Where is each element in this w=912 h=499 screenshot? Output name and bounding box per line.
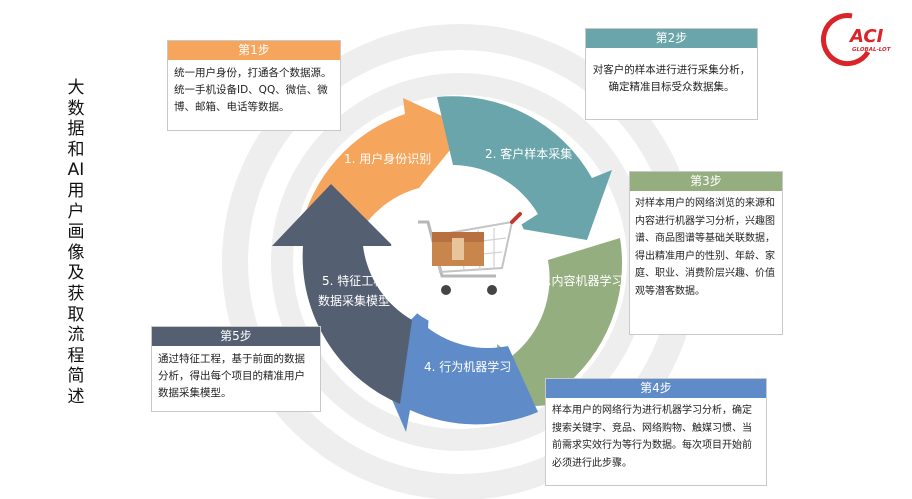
cycle-arrow-5 xyxy=(272,184,412,404)
step-box-4: 第4步 样本用户的网络行为进行机器学习分析，确定搜索关键字、竞品、网络购物、触媒… xyxy=(545,378,767,486)
cycle-label-5a: 5. 特征工程 xyxy=(322,273,385,288)
step-head-4: 第4步 xyxy=(546,379,766,398)
step-body-3: 对样本用户的网络浏览的来源和内容进行机器学习分析，兴趣图谱、商品图谱等基础关联数… xyxy=(635,198,775,297)
step-body-5: 通过特征工程，基于前面的数据分析，得出每个项目的精准用户数据采集模型。 xyxy=(158,353,305,399)
step-body-4: 样本用户的网络行为进行机器学习分析，确定搜索关键字、竞品、网络购物、触媒习惯、当… xyxy=(552,405,752,469)
cycle-arrow-3 xyxy=(497,238,623,408)
logo-text: ACI xyxy=(848,26,884,47)
step-head-5: 第5步 xyxy=(152,327,320,346)
step-body-1: 统一用户身份，打通各个数据源。统一手机设备ID、QQ、微信、微博、邮箱、电话等数… xyxy=(174,67,332,113)
logo-subtext: GLOBAL-LOT xyxy=(852,47,892,53)
cycle-label-2: 2. 客户样本采集 xyxy=(485,146,572,161)
step-box-5: 第5步 通过特征工程，基于前面的数据分析，得出每个项目的精准用户数据采集模型。 xyxy=(151,326,321,412)
step-box-3: 第3步 对样本用户的网络浏览的来源和内容进行机器学习分析，兴趣图谱、商品图谱等基… xyxy=(629,171,783,335)
step-box-1: 第1步 统一用户身份，打通各个数据源。统一手机设备ID、QQ、微信、微博、邮箱、… xyxy=(167,40,341,131)
step-head-3: 第3步 xyxy=(630,172,782,191)
aci-logo: ACI GLOBAL-LOT xyxy=(821,13,892,67)
cycle-label-1: 1. 用户身份识别 xyxy=(344,151,431,166)
cycle-label-4: 4. 行为机器学习 xyxy=(424,359,511,374)
cycle-label-5b: 数据采集模型 xyxy=(318,293,390,308)
cycle-arrow-2 xyxy=(437,96,612,240)
step-head-2: 第2步 xyxy=(586,29,757,48)
shopping-cart-icon xyxy=(390,188,530,328)
cycle-arrow-4 xyxy=(374,300,538,432)
step-box-2: 第2步 对客户的样本进行进行采集分析，确定精准目标受众数据集。 xyxy=(585,28,758,120)
step-head-1: 第1步 xyxy=(168,41,340,60)
page-title: 大数据和AI用户画像及获取流程简述 xyxy=(67,78,85,407)
step-body-2: 对客户的样本进行进行采集分析，确定精准目标受众数据集。 xyxy=(592,64,751,93)
cycle-label-3: 3.内容机器学习 xyxy=(540,273,623,288)
